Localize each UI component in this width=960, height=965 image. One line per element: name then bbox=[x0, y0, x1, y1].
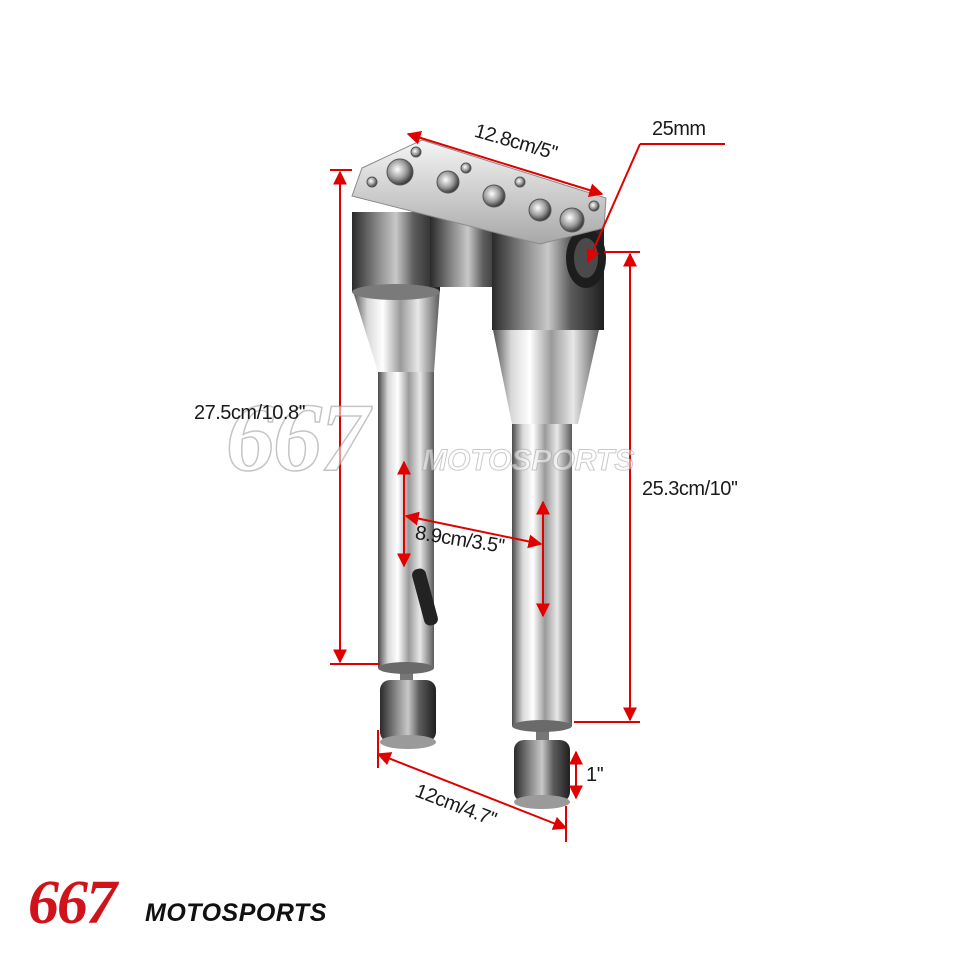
right-height-label: 25.3cm/10'' bbox=[642, 478, 738, 500]
center-spacing-line bbox=[404, 511, 543, 549]
right-riser bbox=[492, 222, 606, 809]
right-foot bbox=[514, 740, 570, 802]
top-width-line bbox=[406, 131, 604, 197]
left-riser bbox=[352, 212, 440, 749]
clamp-diameter-label: 25mm bbox=[652, 118, 706, 140]
brand-word: MOTOSPORTS bbox=[145, 899, 327, 927]
dimension-lines bbox=[330, 131, 725, 842]
brand-number: 667 bbox=[28, 869, 117, 937]
foot-height-label: 1'' bbox=[586, 764, 604, 786]
left-foot bbox=[380, 680, 436, 742]
base-width-line bbox=[376, 752, 568, 830]
left-height-label: 27.5cm/10.8'' bbox=[194, 402, 306, 424]
